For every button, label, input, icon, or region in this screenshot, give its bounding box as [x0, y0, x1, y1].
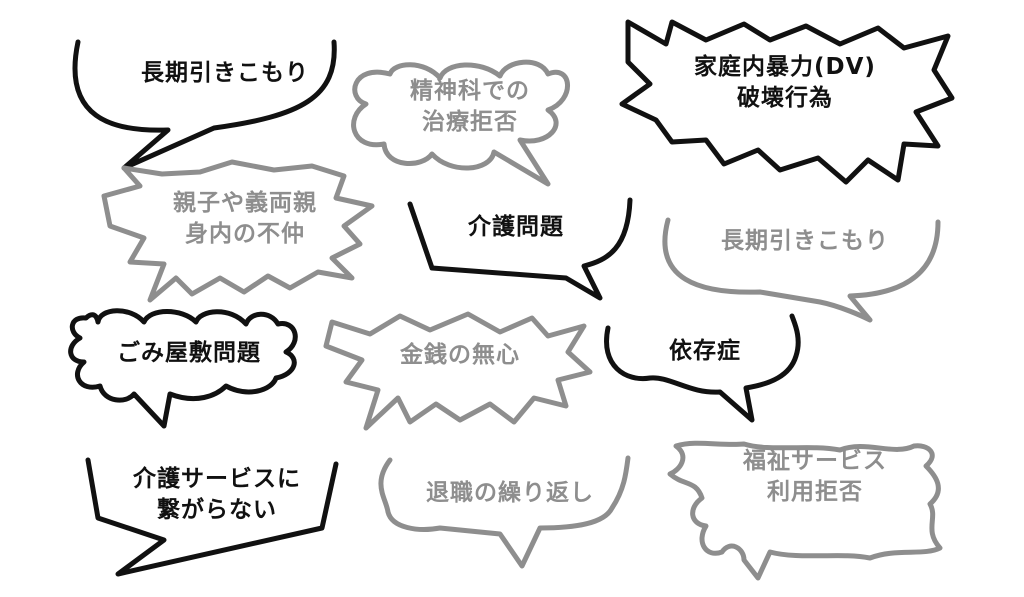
bubble-outline-hikikomori-2: [662, 217, 941, 323]
bubble-text-line: 破壊行為: [737, 85, 833, 111]
bubble-text-line: 利用拒否: [767, 479, 863, 505]
bubble-text-line: 繋がらない: [157, 497, 277, 523]
bubble-outline-family-discord: [101, 159, 375, 303]
bubble-outline-addiction: [604, 313, 801, 423]
bubble-text-line: 親子や義両親: [173, 190, 317, 216]
bubble-text-line: 介護サービスに: [133, 466, 301, 492]
bubble-outline-nursing-care: [407, 197, 633, 301]
bubble-hoarding: ごみ屋敷問題: [96, 338, 282, 369]
bubble-care-services: 介護サービスに 繋がらない: [112, 464, 322, 526]
bubble-family-discord: 親子や義両親 身内の不仲: [150, 188, 340, 250]
bubble-job-quitting: 退職の繰り返し: [410, 478, 610, 509]
bubble-text-line: 金銭の無心: [400, 342, 520, 368]
bubble-text-line: 退職の繰り返し: [426, 480, 594, 506]
bubble-text-line: 依存症: [669, 338, 741, 364]
bubble-outline-care-services: [85, 457, 339, 577]
bubble-text-line: 介護問題: [468, 214, 564, 240]
bubble-outline-psychiatry-refusal: [351, 59, 570, 187]
bubble-outline-welfare-refusal: [667, 440, 943, 581]
bubble-addiction: 依存症: [640, 336, 770, 367]
bubble-money-demands: 金銭の無心: [380, 340, 540, 371]
bubble-domestic-violence: 家庭内暴力(DV) 破壊行為: [670, 52, 900, 114]
bubble-outline-hoarding: [68, 308, 298, 429]
bubble-hikikomori-2: 長期引きこもり: [700, 226, 910, 257]
bubble-welfare-refusal: 福祉サービス 利用拒否: [720, 446, 910, 508]
bubble-hikikomori-1: 長期引きこもり: [120, 58, 330, 89]
bubble-text-line: 長期引きこもり: [141, 60, 309, 86]
bubble-nursing-care: 介護問題: [446, 212, 586, 243]
bubble-text-line: 治療拒否: [422, 109, 518, 135]
bubble-outline-money-demands: [323, 311, 593, 431]
bubble-outline-domestic-violence: [619, 19, 955, 185]
bubble-outline-job-quitting: [378, 455, 631, 569]
bubble-text-line: 長期引きこもり: [721, 228, 889, 254]
bubble-text-line: 福祉サービス: [743, 448, 887, 474]
bubble-psychiatry-refusal: 精神科での 治療拒否: [380, 76, 560, 138]
bubble-text-line: 身内の不仲: [185, 221, 305, 247]
bubble-text-line: ごみ屋敷問題: [117, 340, 261, 366]
bubble-text-line: 家庭内暴力(DV): [694, 54, 876, 80]
bubble-text-line: 精神科での: [410, 78, 530, 104]
